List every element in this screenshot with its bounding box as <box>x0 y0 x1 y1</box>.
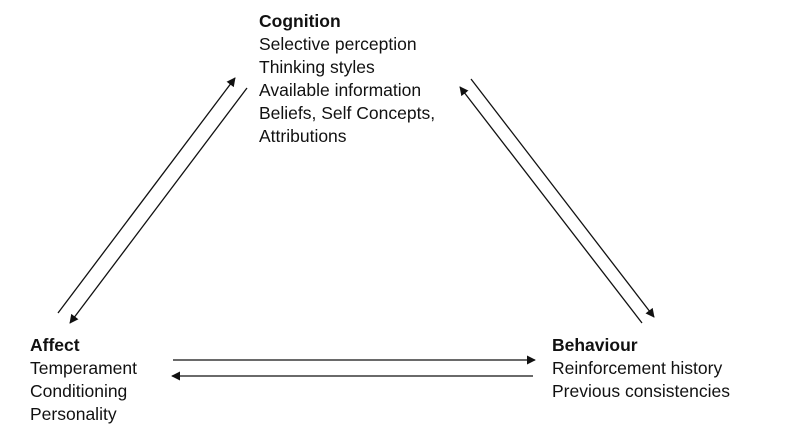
cognition-node: Cognition Selective perception Thinking … <box>259 10 435 148</box>
cognition-item: Available information <box>259 80 422 100</box>
cognition-item: Beliefs, Self Concepts, <box>259 103 436 123</box>
affect-item: Conditioning <box>30 381 128 401</box>
affect-item: Temperament <box>30 358 137 378</box>
affect-title: Affect <box>30 335 80 355</box>
arrow-cognition-to-affect <box>69 87 248 324</box>
arrow-behaviour-to-cognition <box>459 86 643 324</box>
behaviour-item: Reinforcement history <box>552 358 723 378</box>
behaviour-item: Previous consistencies <box>552 381 730 401</box>
behaviour-title: Behaviour <box>552 335 638 355</box>
arrow-affect-to-cognition <box>57 77 236 314</box>
cognition-item: Attributions <box>259 126 347 146</box>
behaviour-node: Behaviour Reinforcement history Previous… <box>552 334 730 403</box>
affect-node: Affect Temperament Conditioning Personal… <box>30 334 137 426</box>
arrow-cognition-to-behaviour <box>470 78 655 318</box>
cognition-item: Thinking styles <box>259 57 375 77</box>
cognition-title: Cognition <box>259 11 341 31</box>
affect-item: Personality <box>30 404 117 424</box>
cognition-item: Selective perception <box>259 34 417 54</box>
